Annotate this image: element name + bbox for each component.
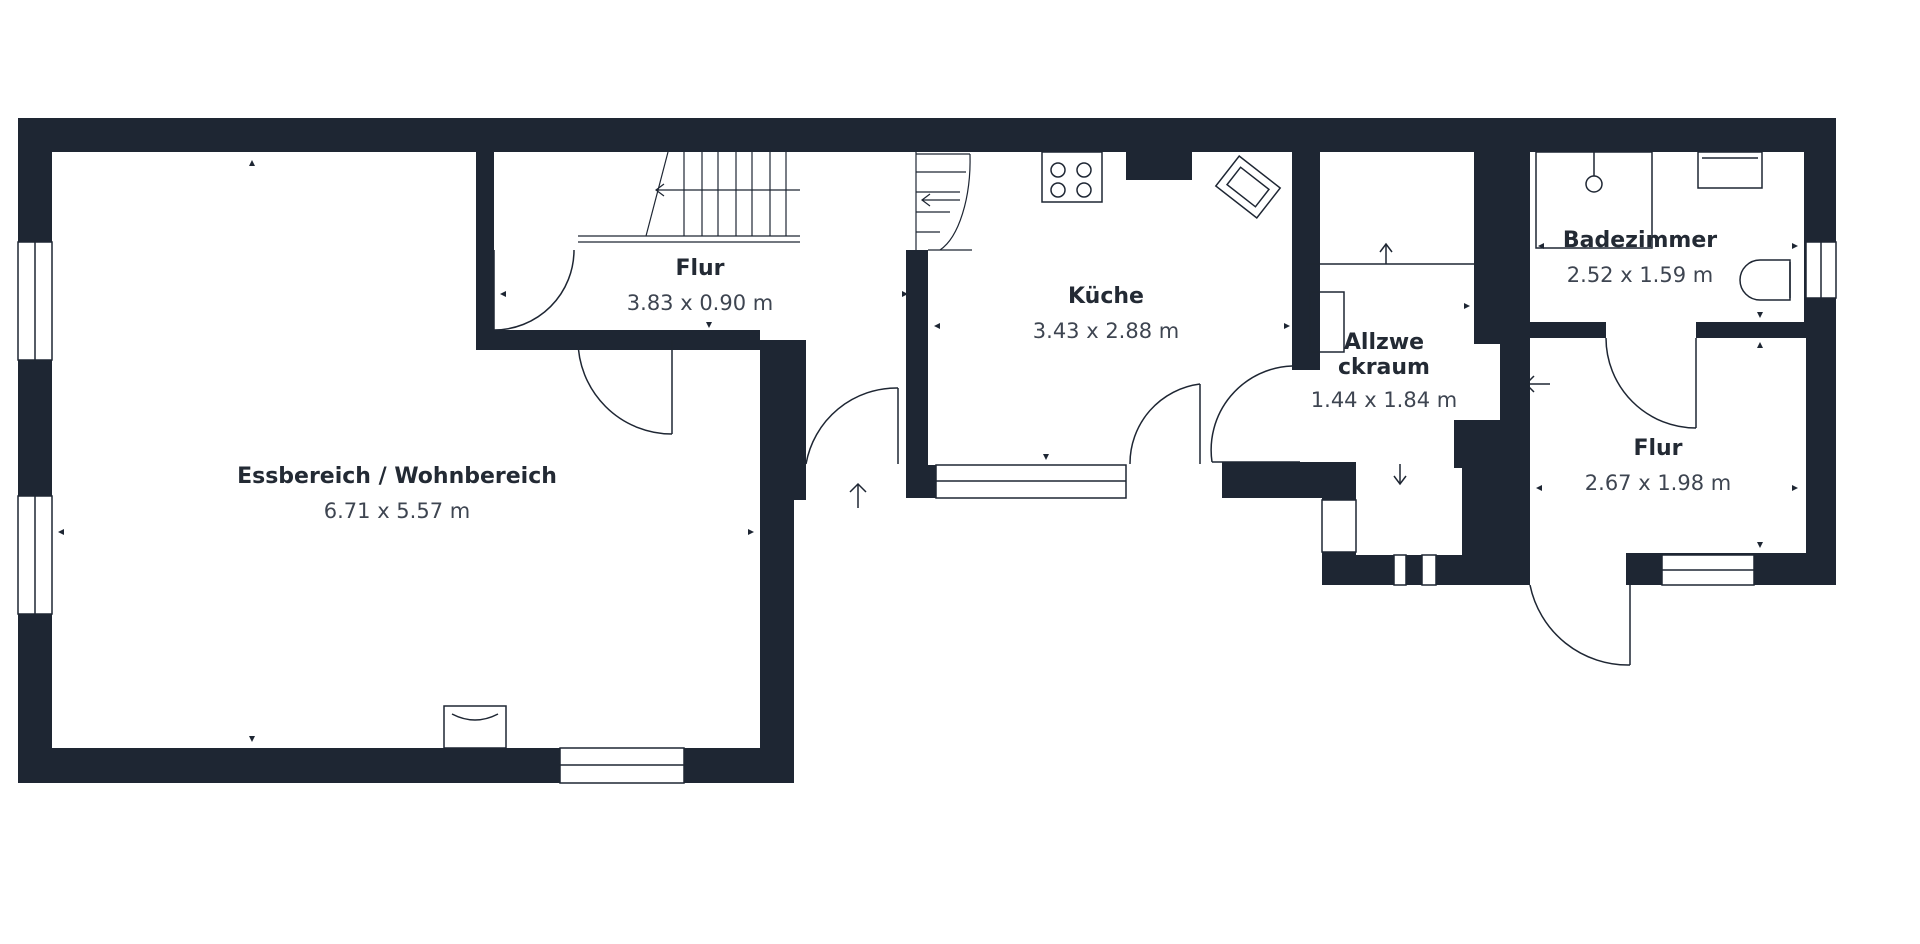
room-name: Küche (1068, 284, 1144, 310)
room-label-badezimmer: Badezimmer 2.52 x 1.59 m (1563, 227, 1717, 289)
room-dims: 2.52 x 1.59 m (1566, 262, 1714, 287)
room-name: Badezimmer (1562, 228, 1718, 254)
room-label-essbereich: Essbereich / Wohnbereich 6.71 x 5.57 m (237, 463, 557, 525)
fireplace-icon (443, 705, 507, 749)
room-dims: 3.43 x 2.88 m (1032, 318, 1180, 343)
room-dims: 3.83 x 0.90 m (626, 290, 774, 315)
room-label-kueche: Küche 3.43 x 2.88 m (1033, 283, 1179, 345)
room-dims: 1.44 x 1.84 m (1310, 387, 1458, 412)
shower-icon (1535, 151, 1653, 249)
room-label-flur-1: Flur 3.83 x 0.90 m (627, 255, 773, 317)
bath-sink-icon (1697, 151, 1763, 189)
toilet-icon (1739, 259, 1791, 301)
stair-icon (578, 151, 972, 251)
window-lines (34, 242, 1822, 766)
room-dims: 2.67 x 1.98 m (1584, 470, 1732, 495)
dimension-markers (58, 160, 1798, 742)
room-label-allzweckraum: Allzwe ckraum 1.44 x 1.84 m (1311, 330, 1457, 414)
stove-icon (1041, 151, 1103, 203)
room-name: Essbereich / Wohnbereich (237, 464, 557, 490)
room-name: Flur (1633, 436, 1683, 462)
walls (18, 118, 1836, 783)
sink-icon (1214, 154, 1282, 220)
allzweck-fixtures (1306, 242, 1474, 486)
room-dims: 6.71 x 5.57 m (323, 498, 471, 523)
room-label-flur-2: Flur 2.67 x 1.98 m (1585, 435, 1731, 497)
room-name: Allzwe ckraum (1338, 330, 1430, 381)
entrance-arrow-icon (849, 375, 1550, 508)
room-name: Flur (675, 256, 725, 282)
door-arc-icon (493, 249, 1697, 666)
